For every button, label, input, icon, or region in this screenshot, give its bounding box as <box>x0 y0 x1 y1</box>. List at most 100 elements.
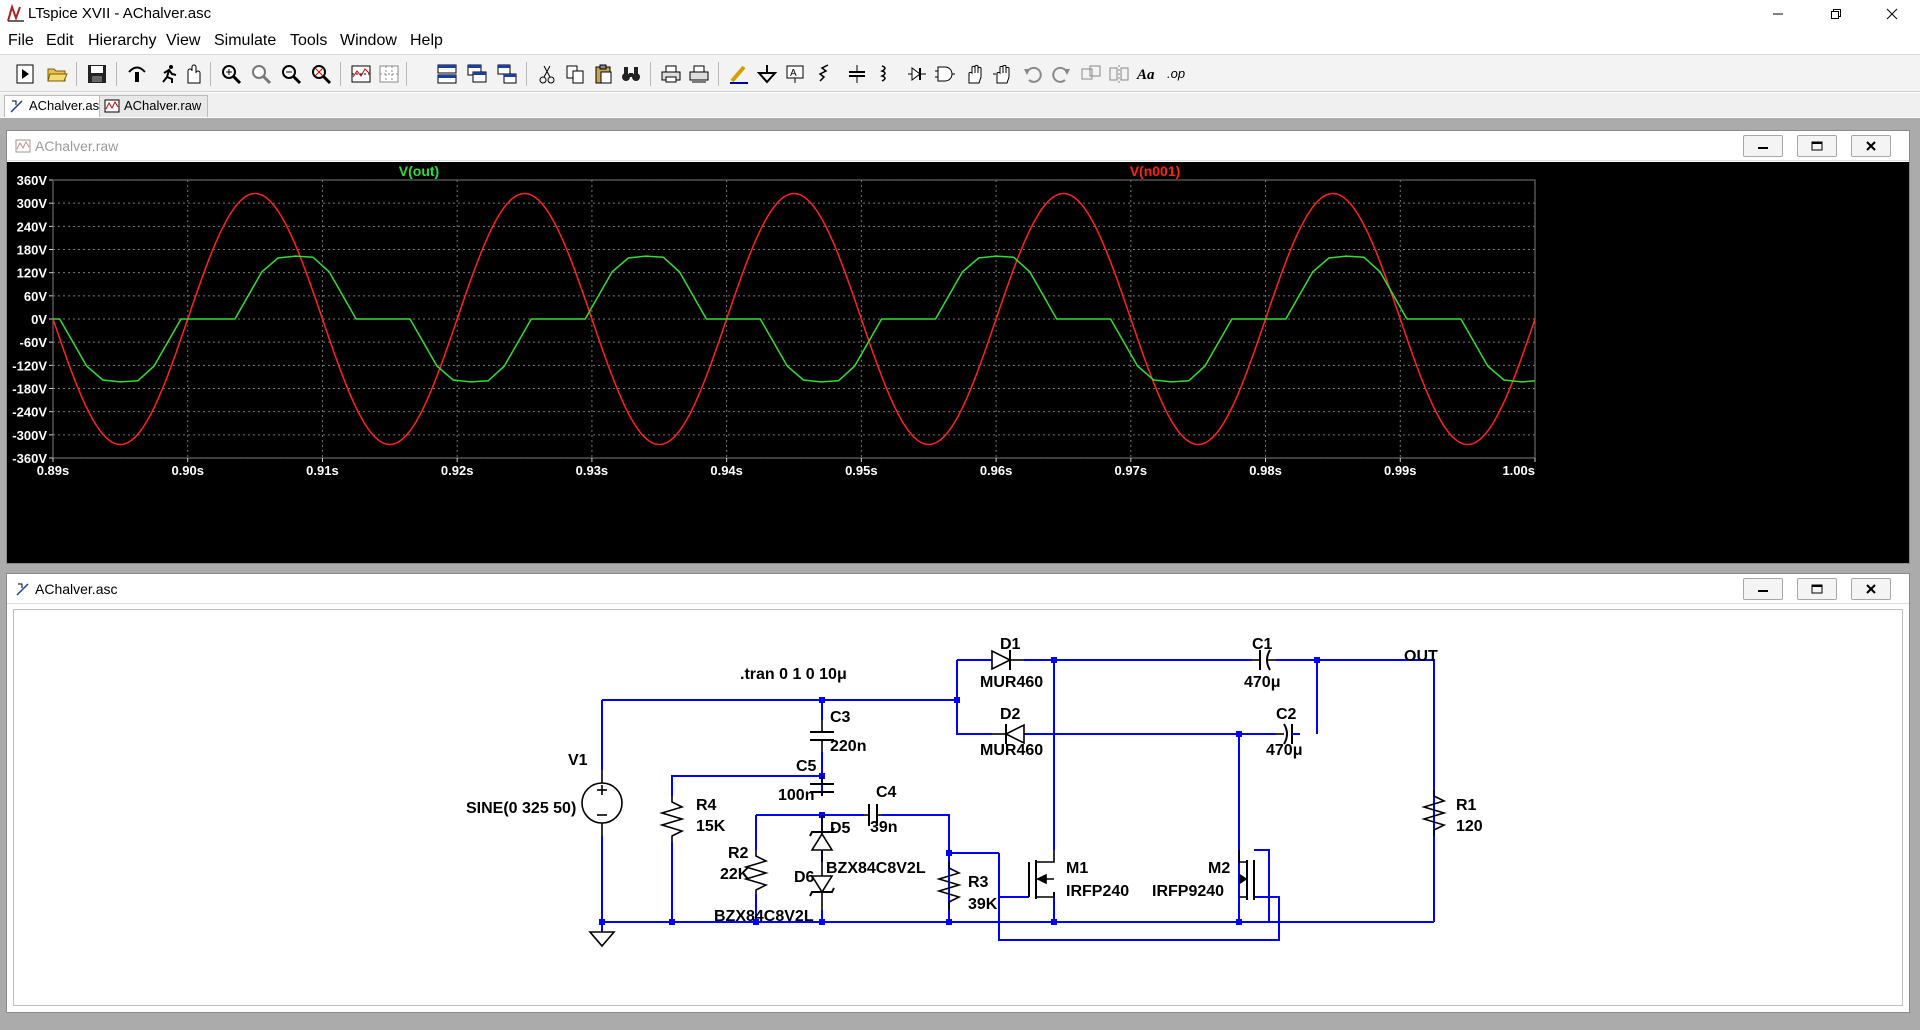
y-tick-label: -360V <box>12 451 47 466</box>
toolbar-separator <box>210 62 211 86</box>
tab-waveform[interactable]: AChalver.raw <box>99 95 209 117</box>
halt-icon <box>187 64 201 84</box>
ground-symbol[interactable] <box>588 931 616 948</box>
zoom-out-button[interactable] <box>278 60 304 88</box>
menu-window[interactable]: Window <box>340 32 397 49</box>
capacitor-c4[interactable] <box>864 804 882 826</box>
zoom-pan-icon <box>252 65 272 85</box>
toolbar-separator <box>116 62 117 86</box>
schematic-drawing[interactable] <box>14 610 1904 1007</box>
r4-value: 15K <box>696 818 726 835</box>
component-button[interactable] <box>932 60 958 88</box>
trace-v-out[interactable] <box>53 255 1536 383</box>
resistor-r4[interactable] <box>659 796 685 842</box>
waveform-maximize-button[interactable] <box>1797 135 1837 157</box>
capacitor-c1[interactable] <box>1252 649 1276 671</box>
grid-button[interactable] <box>376 60 402 88</box>
schematic-minimize-button[interactable] <box>1743 578 1783 600</box>
mirror-button[interactable] <box>1106 60 1132 88</box>
zoom-fit-button[interactable] <box>308 60 334 88</box>
trace-label[interactable]: V(n001) <box>1130 163 1181 179</box>
copy-button[interactable] <box>562 60 588 88</box>
schematic-close-button[interactable] <box>1851 578 1891 600</box>
trace-label[interactable]: V(out) <box>399 163 439 179</box>
cut-button[interactable] <box>534 60 560 88</box>
capacitor-icon <box>849 65 865 83</box>
tile-horizontal-button[interactable] <box>434 60 460 88</box>
net-label-out[interactable]: OUT <box>1404 648 1438 665</box>
menu-file[interactable]: File <box>8 32 34 49</box>
inductor-button[interactable] <box>872 60 898 88</box>
autorange-button[interactable] <box>348 60 374 88</box>
zener-diode-d5[interactable] <box>809 815 835 862</box>
schematic-canvas[interactable]: .tran 0 1 0 10μ OUT V1 SINE(0 325 50) D1… <box>13 609 1903 1006</box>
undo-button[interactable] <box>1020 60 1046 88</box>
d2-value: MUR460 <box>980 742 1044 759</box>
close-window-button[interactable] <box>1864 0 1920 28</box>
spice-directive-button[interactable]: .op <box>1164 60 1190 88</box>
redo-button[interactable] <box>1048 60 1074 88</box>
tab-schematic[interactable]: AChalver.asc <box>4 95 113 117</box>
control-panel-button[interactable] <box>124 60 150 88</box>
menu-view[interactable]: View <box>166 32 201 49</box>
toolbar-separator <box>526 62 527 86</box>
label-net-button[interactable]: A <box>782 60 808 88</box>
restore-window-button[interactable] <box>1808 0 1864 28</box>
diode-button[interactable] <box>904 60 930 88</box>
capacitor-c5[interactable] <box>810 776 834 796</box>
resistor-r1[interactable] <box>1421 790 1447 836</box>
waveform-minimize-button[interactable] <box>1743 135 1783 157</box>
r2-value: 22K <box>720 866 750 883</box>
diode-d2[interactable] <box>992 723 1025 745</box>
waveform-chart[interactable]: 360V300V240V180V120V60V0V-60V-120V-180V-… <box>7 162 1909 563</box>
drag-button[interactable] <box>990 60 1016 88</box>
halt-button[interactable] <box>180 60 206 88</box>
menu-tools[interactable]: Tools <box>290 32 328 49</box>
save-button[interactable] <box>84 60 110 88</box>
zoom-pan-button[interactable] <box>248 60 274 88</box>
capacitor-c3[interactable] <box>810 720 834 752</box>
waveform-close-button[interactable] <box>1851 135 1891 157</box>
y-tick-label: 240V <box>17 219 48 234</box>
zoom-in-icon <box>222 65 242 85</box>
resistor-r3[interactable] <box>936 862 962 910</box>
waveform-icon <box>15 139 31 153</box>
rotate-button[interactable] <box>1078 60 1104 88</box>
capacitor-c2[interactable] <box>1276 723 1300 745</box>
spice-directive[interactable]: .tran 0 1 0 10μ <box>740 666 847 683</box>
toolbar-separator <box>406 62 407 86</box>
move-button[interactable] <box>962 60 988 88</box>
print-button[interactable] <box>658 60 684 88</box>
move-icon <box>968 64 982 84</box>
run-button[interactable] <box>156 60 182 88</box>
resistor-r2[interactable] <box>743 850 769 894</box>
mirror-icon <box>1109 65 1129 83</box>
menu-simulate[interactable]: Simulate <box>214 32 277 49</box>
print-setup-button[interactable] <box>686 60 712 88</box>
text-button[interactable]: Aa <box>1134 60 1160 88</box>
schematic-maximize-button[interactable] <box>1797 578 1837 600</box>
resistor-button[interactable] <box>814 60 840 88</box>
menu-hierarchy[interactable]: Hierarchy <box>88 32 157 49</box>
menu-edit[interactable]: Edit <box>46 32 74 49</box>
diode-d1[interactable] <box>991 649 1024 671</box>
tile-vertical-button[interactable] <box>494 60 520 88</box>
cascade-button[interactable] <box>464 60 490 88</box>
find-button[interactable] <box>618 60 644 88</box>
zener-diode-d6[interactable] <box>809 862 835 910</box>
zoom-in-button[interactable] <box>218 60 244 88</box>
menu-help[interactable]: Help <box>410 32 443 49</box>
open-button[interactable] <box>44 60 70 88</box>
new-schematic-button[interactable] <box>12 60 38 88</box>
wire <box>671 775 822 796</box>
capacitor-button[interactable] <box>844 60 870 88</box>
mosfet-m1[interactable] <box>1028 850 1055 899</box>
paste-button[interactable] <box>590 60 616 88</box>
mosfet-m2[interactable] <box>1238 850 1255 900</box>
ground-button[interactable] <box>754 60 780 88</box>
x-tick-label: 0.96s <box>980 463 1013 478</box>
draw-wire-button[interactable] <box>726 60 752 88</box>
minimize-window-button[interactable] <box>1750 0 1806 28</box>
